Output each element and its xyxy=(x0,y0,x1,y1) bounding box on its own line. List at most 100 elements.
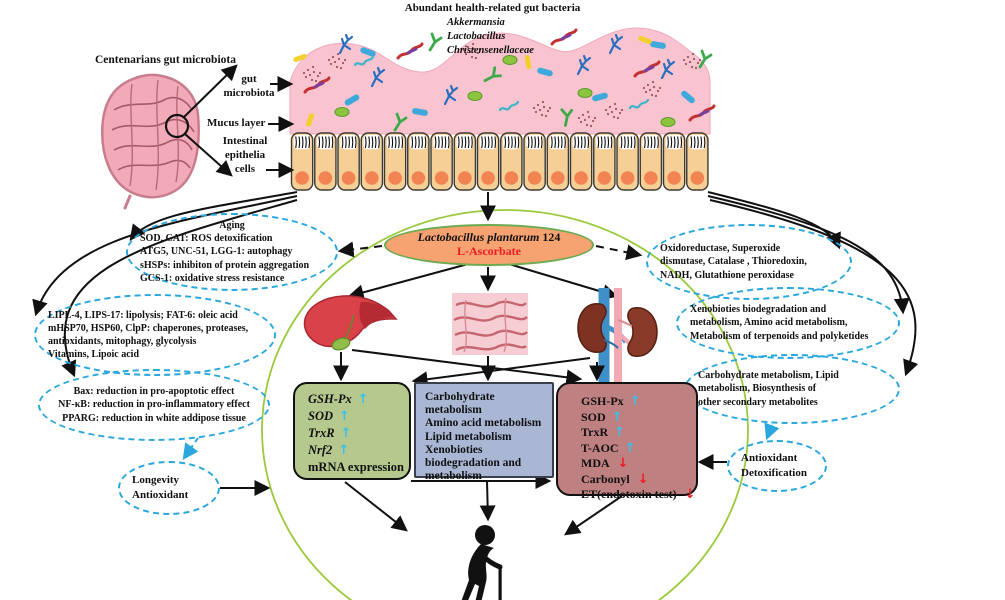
microvilli xyxy=(401,136,404,149)
green-to-figure-arrow xyxy=(344,481,408,532)
bacterium-rod xyxy=(537,67,553,77)
kidney-to-blue-arrow xyxy=(411,357,591,388)
antioxidant-ellipse: Antioxidant Detoxification xyxy=(727,440,827,492)
bacterium-dots xyxy=(646,83,650,87)
microvilli xyxy=(321,136,324,149)
cell-nucleus xyxy=(411,171,426,185)
up-arrow-icon: ↑ xyxy=(611,409,623,425)
bacterium-dots xyxy=(618,111,622,115)
marker-label: Carbonyl xyxy=(581,471,630,486)
marker-label: SOD xyxy=(581,409,606,424)
microvilli xyxy=(418,136,420,149)
bacterium-dots xyxy=(470,55,474,59)
bacterium-dots xyxy=(318,71,322,75)
strain-number: 124 xyxy=(542,230,561,245)
bacterium-dots xyxy=(604,108,608,112)
microvilli xyxy=(348,136,350,149)
microvilli xyxy=(388,136,390,149)
microvilli xyxy=(491,136,493,149)
microvilli xyxy=(424,136,427,149)
microvilli xyxy=(564,136,566,149)
marker-label: ET(endotoxin test) xyxy=(581,487,677,501)
bacterium-dots xyxy=(606,112,610,116)
magnifier-arrow-up xyxy=(183,64,238,118)
microvilli xyxy=(364,136,367,149)
kidney-icon xyxy=(577,288,658,384)
bacterium-dots xyxy=(579,120,583,124)
gut-microbiota-label: gut microbiota xyxy=(223,73,275,99)
big-green-circle xyxy=(261,209,749,600)
microvilli xyxy=(308,136,311,149)
cell-nucleus xyxy=(365,171,379,185)
microvilli xyxy=(700,136,703,149)
microvilli xyxy=(653,136,656,149)
microvilli xyxy=(398,136,400,149)
cell-nucleus xyxy=(295,171,309,185)
microvilli xyxy=(557,136,560,149)
microvilli xyxy=(693,136,696,149)
bacterium-rod xyxy=(638,35,652,45)
bacterium-dots xyxy=(336,52,340,56)
cell-nucleus xyxy=(597,171,612,185)
bacterium-dots xyxy=(308,73,312,77)
microvilli xyxy=(643,136,646,149)
microvilli xyxy=(550,136,553,149)
microvilli xyxy=(378,136,380,149)
microvilli xyxy=(607,136,610,149)
bacterium-rod xyxy=(412,108,428,116)
microvilli xyxy=(444,136,447,149)
bacterium-dots xyxy=(658,86,662,90)
bacterium-dots xyxy=(302,71,306,75)
bacterium-dots xyxy=(476,51,480,55)
bacterium-dots xyxy=(544,114,548,118)
species-akkermansia: Akkermansia xyxy=(447,17,505,28)
microvilli xyxy=(604,136,606,149)
gut-bacteria xyxy=(293,28,716,132)
liver-effects-box: GSH-Px↑ SOD↑ TrxR↑ Nrf2↑ mRNA expression xyxy=(293,382,411,480)
microvilli xyxy=(481,136,483,149)
microvilli xyxy=(354,136,357,149)
microvilli xyxy=(494,136,497,149)
bacterium-worm-segment xyxy=(643,65,655,73)
microvilli xyxy=(650,136,653,149)
bacterium-y xyxy=(483,66,502,83)
bacterium-dots xyxy=(548,106,552,110)
microvilli xyxy=(540,136,543,149)
microvilli xyxy=(471,136,473,149)
arc-right-3 xyxy=(709,199,919,377)
arc-left-1 xyxy=(129,191,298,241)
microvilli xyxy=(534,136,536,149)
microvilli xyxy=(351,136,354,149)
bacterium-dots xyxy=(620,108,624,112)
microvilli xyxy=(507,136,510,149)
mrna-label: mRNA expression xyxy=(308,460,404,474)
dashed-to-antioxidant-arrow xyxy=(764,422,780,441)
bacterium-dots xyxy=(692,57,696,61)
figure-title: Abundant health-related gut bacteria xyxy=(404,2,581,14)
bacterium-dots xyxy=(472,47,476,51)
microvilli xyxy=(301,136,304,149)
red-to-figure-arrow xyxy=(564,495,623,536)
probiotic-compound: L-Ascorbate xyxy=(457,244,521,258)
microvilli xyxy=(587,136,590,149)
bacterium-dots xyxy=(314,79,318,83)
bax-ellipse: Bax: reduction in pro-apoptotic effect N… xyxy=(38,369,270,441)
microvilli xyxy=(331,136,334,149)
liver-icon xyxy=(303,295,398,351)
bacterium-dots xyxy=(613,102,617,106)
bacterium-dots xyxy=(610,110,614,114)
cane xyxy=(498,566,502,600)
bacterium-dots xyxy=(656,89,660,93)
microvilli xyxy=(514,136,517,149)
microvilli xyxy=(657,136,659,149)
microvilli xyxy=(511,136,513,149)
down-arrow-icon: ↓ xyxy=(684,487,696,502)
intestinal-epithelial-cells xyxy=(290,132,709,191)
bacterium-worm-segment xyxy=(560,33,572,41)
bacterium-rod xyxy=(360,47,376,57)
bacterium-branched xyxy=(608,33,624,55)
bacterium-dots xyxy=(333,60,337,64)
microvilli xyxy=(673,136,676,149)
magnifier-circle xyxy=(164,113,190,139)
